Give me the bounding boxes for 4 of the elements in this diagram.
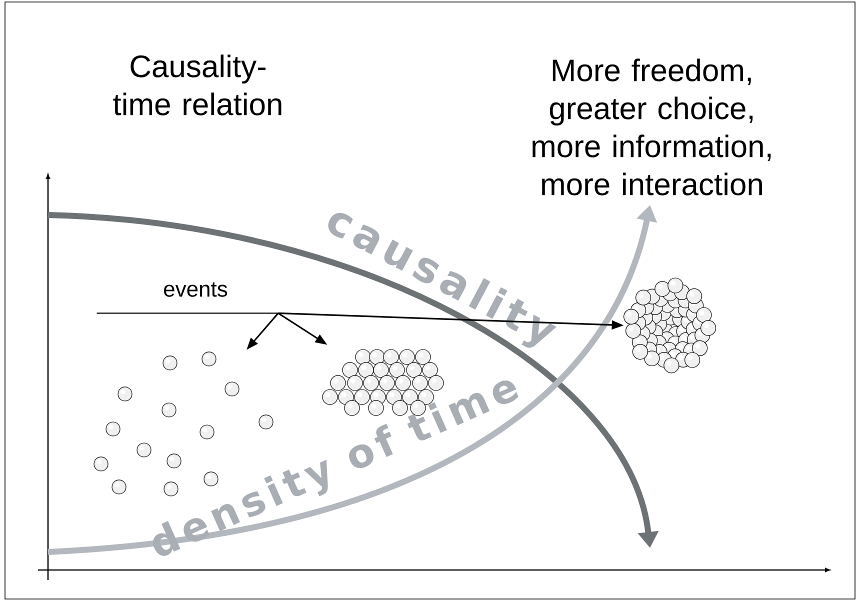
- heading: Causality-time relation: [113, 54, 282, 116]
- particles-drawing: [624, 278, 716, 374]
- outcome-text: More freedom, greater choice, more information, more interaction: [532, 58, 771, 196]
- timeline-label: events: [96, 282, 278, 314]
